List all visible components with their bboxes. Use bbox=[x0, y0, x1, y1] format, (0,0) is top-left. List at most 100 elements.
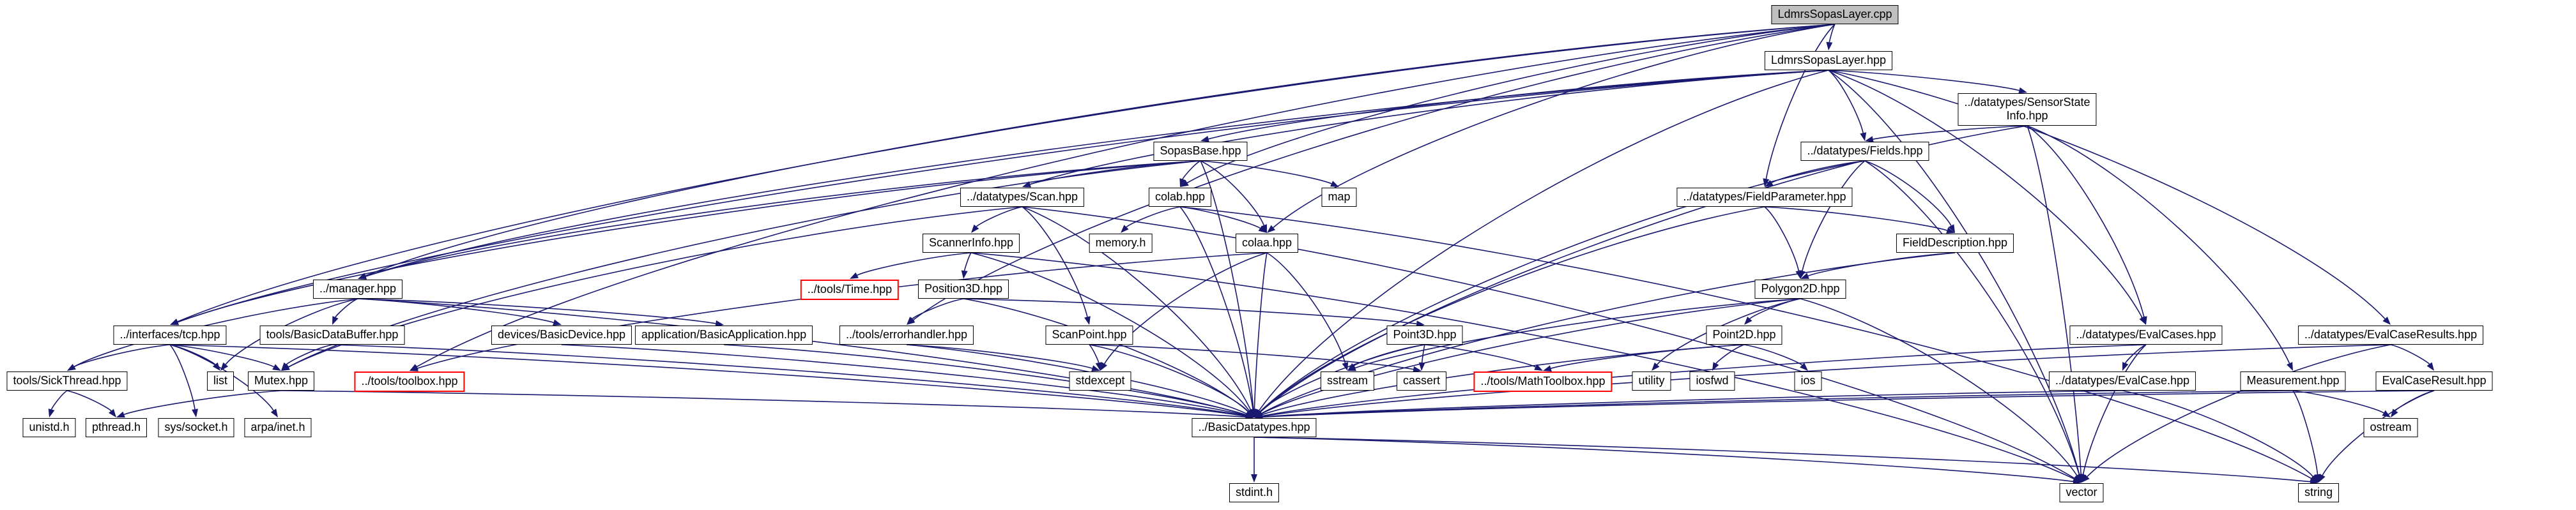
arrowhead bbox=[1251, 474, 1257, 483]
arrowhead bbox=[270, 409, 278, 417]
arrowhead bbox=[48, 409, 55, 417]
graph-node-toolbox[interactable]: ../tools/toolbox.hpp bbox=[354, 371, 465, 393]
include-edge-fieldparameter-fielddescription bbox=[1764, 206, 1947, 231]
include-edge-hpp-basicdatatypes bbox=[1258, 70, 1829, 411]
graph-node-basicdevice[interactable]: devices/BasicDevice.hpp bbox=[491, 326, 632, 345]
graph-node-colaa[interactable]: colaa.hpp bbox=[1235, 234, 1299, 253]
graph-node-mutex[interactable]: Mutex.hpp bbox=[247, 371, 315, 391]
graph-node-manager[interactable]: ../manager.hpp bbox=[312, 280, 403, 299]
include-edge-cpp-fieldparameter bbox=[1765, 24, 1836, 179]
graph-node-polygon2d[interactable]: Polygon2D.hpp bbox=[1754, 280, 1846, 299]
include-edge-sensorstateinfo-vector bbox=[2027, 125, 2082, 475]
graph-node-measurement[interactable]: Measurement.hpp bbox=[2240, 371, 2346, 391]
include-edge-evalcase-basicdatatypes bbox=[1262, 390, 2123, 417]
graph-node-position3d[interactable]: Position3D.hpp bbox=[917, 280, 1009, 299]
graph-node-sopasbase[interactable]: SopasBase.hpp bbox=[1153, 142, 1248, 161]
include-edge-measurement-ostream bbox=[2292, 390, 2384, 414]
arrowhead bbox=[2122, 362, 2129, 371]
include-edge-manager-basicdatatypes bbox=[357, 298, 1246, 416]
include-edge-sensorstateinfo-evalcases bbox=[2027, 125, 2145, 317]
include-edge-tcp-sickthread bbox=[73, 344, 171, 368]
graph-node-map: map bbox=[1321, 188, 1357, 207]
graph-node-evalcases[interactable]: ../datatypes/EvalCases.hpp bbox=[2069, 326, 2223, 345]
graph-node-colab[interactable]: colab.hpp bbox=[1148, 188, 1212, 207]
include-edge-polygon2d-vector bbox=[1800, 298, 2078, 476]
arrowhead bbox=[2426, 362, 2434, 371]
include-edge-evalcaseresult-basicdatatypes bbox=[1262, 390, 2435, 418]
include-edge-basicdatatypes-vector bbox=[1254, 437, 2074, 483]
include-edge-point3d-sstream bbox=[1353, 344, 1425, 366]
graph-node-evalcase[interactable]: ../datatypes/EvalCase.hpp bbox=[2048, 371, 2196, 391]
arrowhead bbox=[410, 365, 418, 371]
graph-node-hpp[interactable]: LdmrsSopasLayer.hpp bbox=[1764, 51, 1893, 71]
include-edge-cpp-errorhandler bbox=[912, 24, 1836, 320]
include-edge-scanpoint-cassert bbox=[1089, 344, 1414, 370]
arrowhead bbox=[1860, 132, 1867, 141]
graph-node-stdinth: stdint.h bbox=[1229, 483, 1280, 503]
graph-node-evalcaseresult[interactable]: EvalCaseResult.hpp bbox=[2375, 371, 2493, 391]
graph-node-basicdatabuffer[interactable]: tools/BasicDataBuffer.hpp bbox=[259, 326, 405, 345]
graph-node-sensorstateinfo[interactable]: ../datatypes/SensorState Info.hpp bbox=[1958, 93, 2097, 126]
include-edge-colaa-basicdatatypes bbox=[1254, 252, 1268, 410]
include-edge-scannerinfo-vector bbox=[970, 252, 2074, 480]
include-edge-tcp-mutex bbox=[169, 344, 274, 368]
graph-node-ostream: ostream bbox=[2363, 418, 2418, 438]
arrowhead bbox=[1095, 362, 1102, 371]
graph-node-point3d[interactable]: Point3D.hpp bbox=[1386, 326, 1463, 345]
include-edge-scan-vector bbox=[1022, 206, 2075, 479]
arrowhead bbox=[116, 411, 125, 418]
include-edge-colaa-sstream bbox=[1266, 252, 1346, 363]
arrowhead bbox=[1180, 180, 1189, 187]
graph-node-point2d[interactable]: Point2D.hpp bbox=[1706, 326, 1782, 345]
include-edge-sopasbase-manager bbox=[365, 160, 1201, 277]
arrowhead bbox=[1543, 365, 1552, 371]
graph-node-cpp: LdmrsSopasLayer.cpp bbox=[1771, 5, 1899, 25]
arrowhead bbox=[715, 320, 724, 327]
graph-node-basicdatatypes[interactable]: ../BasicDatatypes.hpp bbox=[1192, 418, 1317, 438]
include-edge-scan-scanpoint bbox=[1022, 206, 1088, 317]
arrowhead bbox=[1948, 224, 1955, 233]
arrowhead bbox=[1179, 178, 1186, 187]
include-edge-sopasbase-tcp bbox=[177, 160, 1201, 323]
graph-node-fielddescription[interactable]: FieldDescription.hpp bbox=[1896, 234, 2014, 253]
include-edge-cpp-manager bbox=[365, 24, 1836, 276]
graph-node-fields[interactable]: ../datatypes/Fields.hpp bbox=[1800, 142, 1929, 161]
graph-node-tcp[interactable]: ../interfaces/tcp.hpp bbox=[113, 326, 227, 345]
arrowhead bbox=[2140, 316, 2147, 325]
include-edge-point3d-cassert bbox=[1421, 344, 1425, 363]
include-edge-hpp-evalcaseresults bbox=[1828, 70, 2386, 320]
arrowhead bbox=[553, 319, 562, 326]
include-edge-sopasbase-colab bbox=[1182, 160, 1201, 180]
graph-node-errorhandler[interactable]: ../tools/errorhandler.hpp bbox=[839, 326, 974, 345]
graph-node-sickthread[interactable]: tools/SickThread.hpp bbox=[6, 371, 128, 391]
include-edge-colaa-toolbox bbox=[417, 252, 1268, 369]
graph-node-basicapplication[interactable]: application/BasicApplication.hpp bbox=[634, 326, 813, 345]
include-edge-point3d-mathtoolbox bbox=[1424, 344, 1536, 368]
arrowhead bbox=[1800, 363, 1808, 371]
include-edge-point2d-mathtoolbox bbox=[1551, 344, 1745, 369]
include-edge-cpp-colab bbox=[1186, 24, 1836, 184]
graph-node-cassert: cassert bbox=[1396, 371, 1447, 391]
include-edge-scannerinfo-basicdatatypes bbox=[970, 252, 1250, 411]
graph-node-unistdh: unistd.h bbox=[22, 418, 76, 438]
graph-node-evalcaseresults[interactable]: ../datatypes/EvalCaseResults.hpp bbox=[2297, 326, 2484, 345]
graph-node-fieldparameter[interactable]: ../datatypes/FieldParameter.hpp bbox=[1676, 188, 1853, 207]
arrowhead bbox=[907, 317, 915, 325]
graph-node-scan[interactable]: ../datatypes/Scan.hpp bbox=[960, 188, 1085, 207]
graph-node-scanpoint[interactable]: ScanPoint.hpp bbox=[1045, 326, 1133, 345]
arrowhead bbox=[961, 270, 968, 279]
include-edge-evalcaseresults-basicdatatypes bbox=[1262, 344, 2391, 417]
arrowhead bbox=[1121, 225, 1129, 233]
arrowhead bbox=[1744, 317, 1752, 325]
arrowhead bbox=[192, 409, 198, 417]
include-edge-cpp-toolbox bbox=[416, 24, 1836, 368]
graph-node-mathtoolbox[interactable]: ../tools/MathToolbox.hpp bbox=[1473, 371, 1613, 393]
graph-node-time[interactable]: ../tools/Time.hpp bbox=[800, 280, 900, 301]
include-edge-basicdatatypes-string bbox=[1254, 437, 2311, 483]
include-edge-position3d-errorhandler bbox=[912, 298, 964, 320]
include-edge-evalcaseresult-ostream bbox=[2395, 390, 2435, 411]
graph-node-scannerinfo[interactable]: ScannerInfo.hpp bbox=[922, 234, 1020, 253]
include-edge-fields-basicdatatypes bbox=[1259, 160, 1866, 412]
arrowhead bbox=[358, 273, 367, 280]
graph-node-utility: utility bbox=[1632, 371, 1671, 391]
